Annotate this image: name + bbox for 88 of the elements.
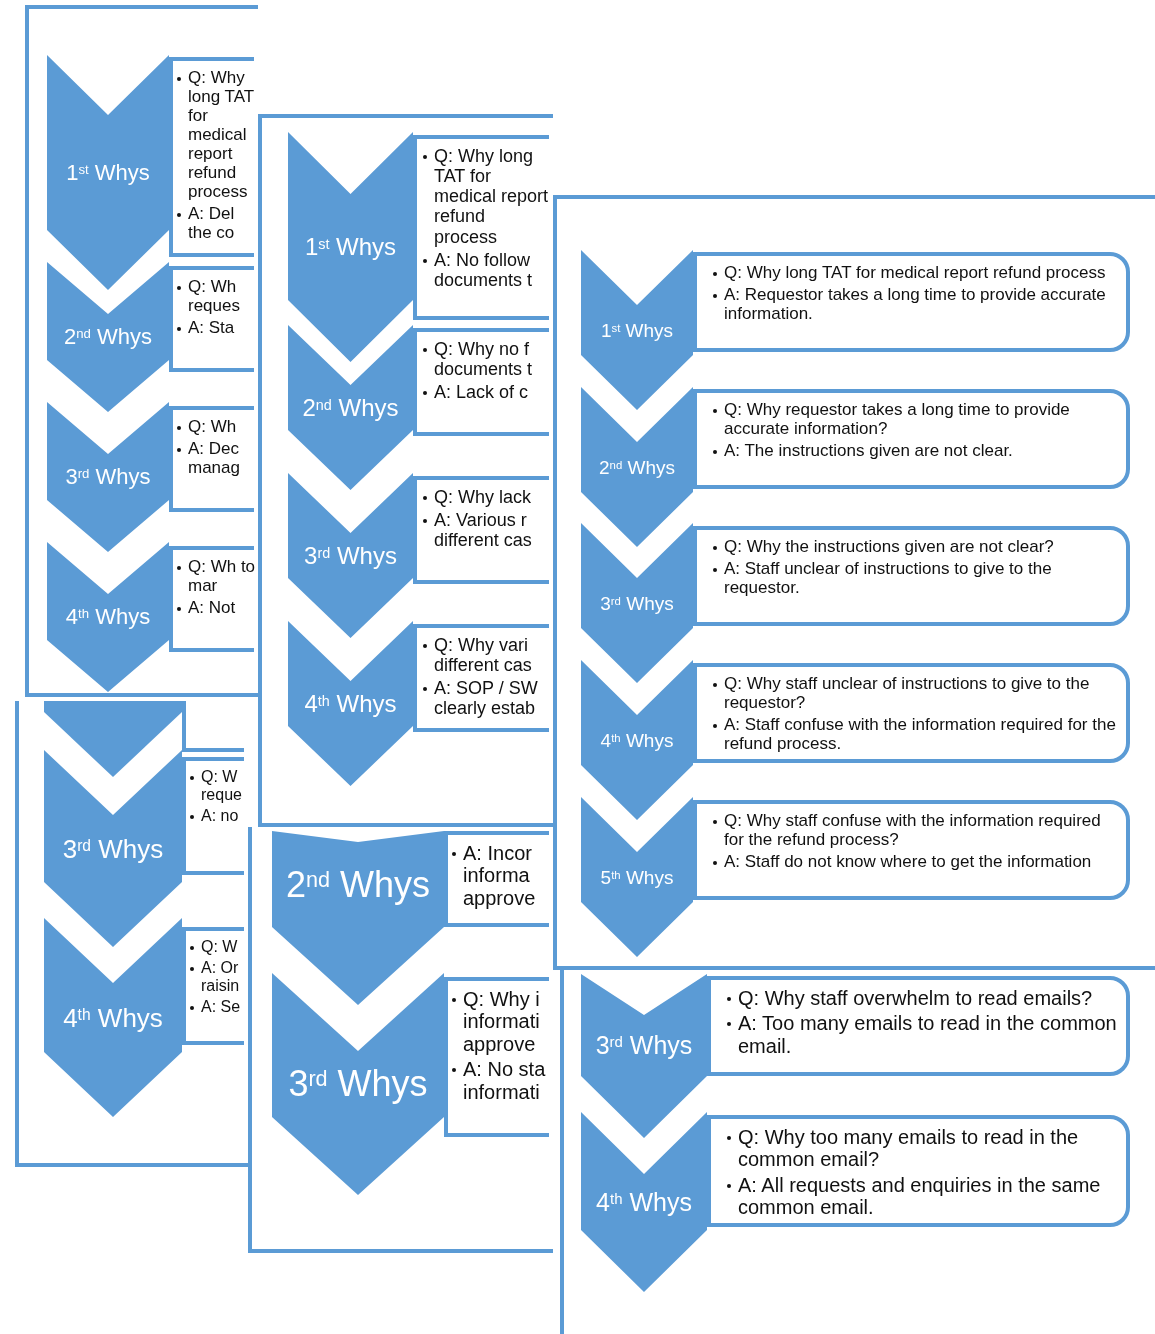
step-label: 4$^{th}$ Whys [595,1189,693,1215]
card-panel [248,827,553,1253]
bullet-text: A: The instructions given are not clear. [713,441,1116,461]
text-box [693,526,1130,626]
step-label: 2$^{nd}$ Whys [284,866,432,903]
step-label: 1$^{st}$ Whys [65,161,151,184]
bullet-text: Q: Wh [177,417,258,437]
step-label: 5$^{th}$ Whys [599,867,675,887]
bullet-text: Q: Why no f documents t [423,339,550,380]
step-label: 4$^{th}$ Whys [303,691,398,716]
bullet-text: A: SOP / SW clearly estab [423,678,550,719]
step-label: 3$^{rd}$ Whys [61,835,165,862]
bullet-text: Q: Wh reques [177,277,258,316]
bullet-text: Q: Why long TAT for medical report refund process [713,263,1116,283]
step-label: 4$^{th}$ Whys [62,1004,164,1031]
step-label: 3$^{rd}$ Whys [287,1066,429,1102]
card-panel [15,701,248,1167]
step-label: 3$^{rd}$ Whys [594,1033,694,1058]
bullet-text: A: Too many emails to read in the common email. [727,1012,1133,1058]
bullet-text: A: Or raisin [190,958,247,995]
chevron-shape [581,250,693,410]
bullet-text: Q: Why requestor takes a long time to provide accurate information? [713,400,1116,439]
chevron-shape [47,402,169,552]
bullet-text: Q: Why lack [423,487,550,508]
text-box [707,1115,1130,1227]
chevron-shape [272,973,444,1195]
card-panel [258,114,553,827]
bullet-text: Q: Why the instructions given are not clear? [713,537,1116,557]
bullet-text: A: Del the co [177,204,258,243]
bullet-text: Q: Why staff unclear of instructions to give to the requestor? [713,674,1116,713]
text-box [693,663,1130,763]
card-panel [553,195,1155,970]
bullet-text: A: Not [177,598,258,618]
text-box [693,800,1130,900]
step-label: 3$^{rd}$ Whys [303,543,398,568]
chevron-shape [288,132,413,362]
step-label: 1$^{st}$ Whys [599,320,675,340]
chevron-shape [47,55,169,290]
bullet-text: Q: Why i informati approve [452,988,553,1056]
chevron-shape [581,523,693,683]
bullet-text: Q: Wh to mar [177,557,258,596]
chevron-shape [581,1112,707,1292]
bullet-text: A: Se [190,997,247,1016]
chevron-shape [581,974,707,1138]
step-label: 2$^{nd}$ Whys [62,326,153,348]
text-box [693,252,1130,352]
bullet-text: A: Staff do not know where to get the information [713,852,1116,872]
bullet-text: Q: Why staff confuse with the information required for the refund process? [713,811,1116,850]
text-box [693,389,1130,489]
chevron-shape [272,831,444,1005]
bullet-text: A: No follow documents t [423,249,550,291]
bullet-text: A: Lack of c [423,382,550,403]
bullet-text: Q: Why long TAT for medical report refund process [423,146,550,247]
bullet-text: A: Staff unclear of instructions to give to the requestor. [713,559,1116,598]
chevron-shape [288,473,413,638]
step-label: 2$^{nd}$ Whys [598,457,676,477]
text-box [707,976,1130,1076]
chevron-shape [581,797,693,957]
bullet-text: Q: W reque [190,768,247,804]
bullet-text: Q: Why vari different cas [423,635,550,676]
bullet-text: Q: W [190,938,247,956]
step-label: 3$^{rd}$ Whys [599,593,675,613]
chevron-shape [581,387,693,547]
bullet-text: A: Requestor takes a long time to provide accurate information. [713,285,1116,324]
bullet-text: A: Sta [177,318,258,338]
bullet-text: Q: Why too many emails to read in the common email? [727,1126,1133,1171]
bullet-text: Q: Why staff overwhelm to read emails? [727,987,1133,1010]
step-label: 1$^{st}$ Whys [303,235,398,259]
card-panel [25,5,258,697]
chevron-shape [581,660,693,820]
chevron-shape [44,918,182,1117]
chevron-shape [288,621,413,786]
chevron-shape [47,262,169,412]
bullet-text: A: Staff confuse with the information required for the refund process. [713,715,1116,754]
bullet-text: A: No sta informati [452,1058,553,1103]
bullet-text: A: Incor informa approve [452,842,553,910]
step-label: 4$^{th}$ Whys [64,606,152,628]
chevron-shape [288,325,413,490]
bullet-text: A: Dec manag [177,439,258,478]
bullet-text: A: no [190,806,247,825]
step-label: 2$^{nd}$ Whys [301,395,400,420]
bullet-text: A: All requests and enquiries in the same common email. [727,1173,1133,1219]
step-label: 4$^{th}$ Whys [599,730,675,750]
step-label: 3$^{rd}$ Whys [64,466,152,488]
chevron-shape [47,542,169,692]
bullet-text: Q: Why long TAT for medical report refund process [177,68,258,202]
chevron-shape [44,701,182,777]
bullet-text: A: Various r different cas [423,510,550,551]
